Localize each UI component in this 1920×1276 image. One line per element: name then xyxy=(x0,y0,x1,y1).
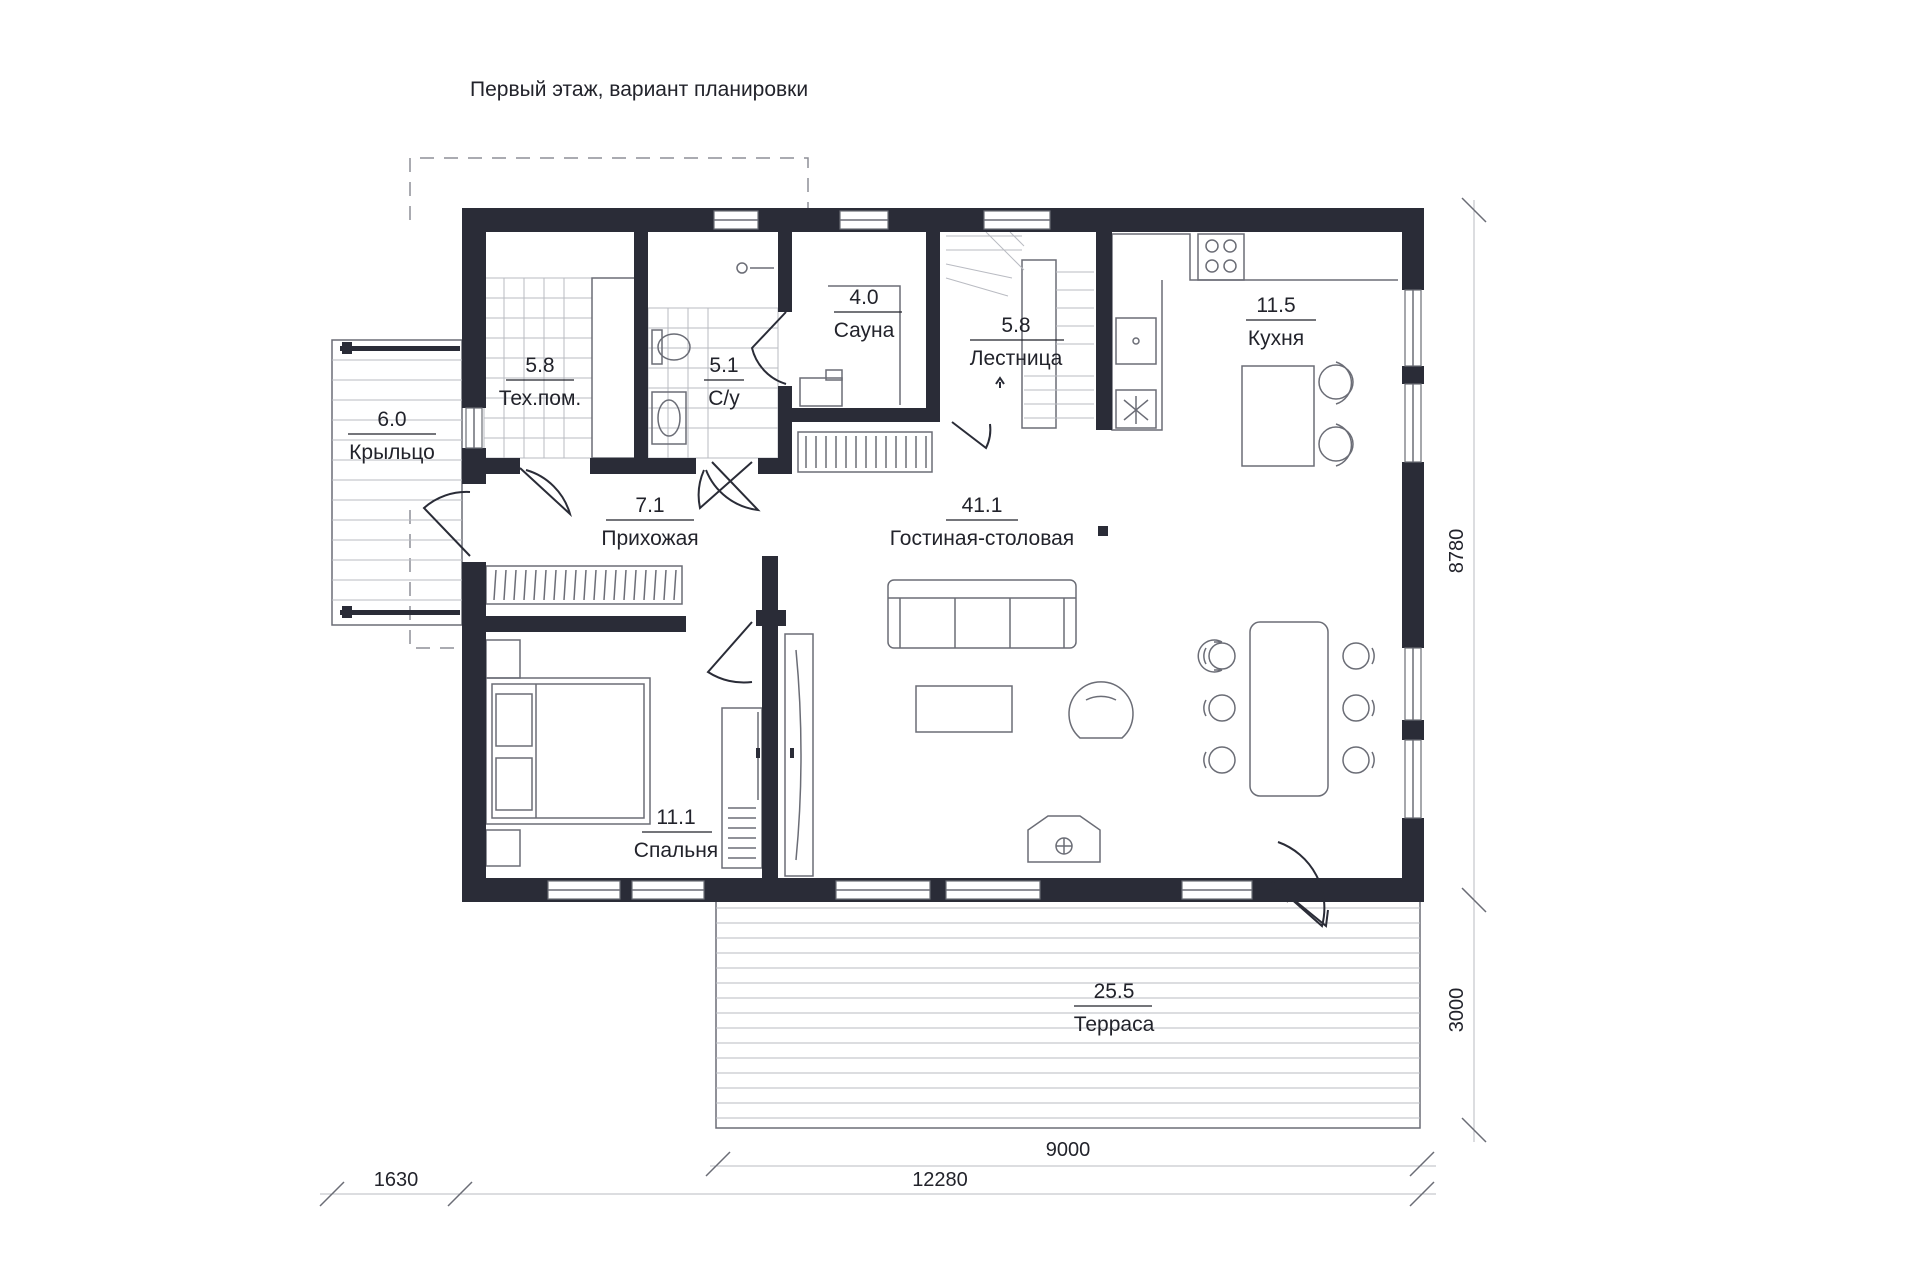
bedroom-wardrobe xyxy=(721,707,763,869)
room-label-living: 41.1 Гостиная-столовая xyxy=(890,494,1074,550)
svg-text:25.5: 25.5 xyxy=(1094,980,1135,1003)
svg-text:6.0: 6.0 xyxy=(377,408,406,431)
dining-table xyxy=(1197,621,1375,797)
living-wardrobe xyxy=(797,431,933,473)
sink-icon xyxy=(651,391,687,445)
dimension-width-porch: 1630 xyxy=(374,1169,419,1191)
dimension-lines xyxy=(319,197,1487,1207)
armchair-icon xyxy=(1068,681,1134,739)
room-label-tech: 5.8 Тех.пом. xyxy=(499,354,582,410)
sliding-door xyxy=(784,633,814,877)
terrace-deck xyxy=(715,892,1421,1129)
room-label-terrace: 25.5 Терраса xyxy=(1074,980,1155,1036)
svg-text:5.8: 5.8 xyxy=(525,354,554,377)
room-label-stairs: 5.8 Лестница xyxy=(970,314,1064,370)
svg-text:7.1: 7.1 xyxy=(635,494,664,517)
bar-stools xyxy=(1318,361,1354,467)
hall-wardrobe xyxy=(485,565,683,605)
stove-icon xyxy=(1197,233,1245,281)
room-label-hall: 7.1 Прихожая xyxy=(601,494,698,550)
kitchen-vent-icon xyxy=(1115,389,1157,429)
bed-icon xyxy=(485,677,651,825)
svg-text:41.1: 41.1 xyxy=(962,494,1003,517)
svg-text:Спальня: Спальня xyxy=(634,839,718,862)
svg-text:Тех.пом.: Тех.пом. xyxy=(499,387,582,410)
svg-text:С/у: С/у xyxy=(708,387,740,410)
nightstand-top xyxy=(485,639,521,679)
svg-text:11.1: 11.1 xyxy=(656,806,695,829)
svg-text:Кухня: Кухня xyxy=(1248,327,1304,350)
svg-text:Лестница: Лестница xyxy=(970,347,1063,370)
sauna-bench xyxy=(799,285,901,407)
svg-text:5.1: 5.1 xyxy=(709,354,738,377)
svg-text:11.5: 11.5 xyxy=(1256,294,1295,317)
roof-outline xyxy=(409,157,809,649)
svg-text:Прихожая: Прихожая xyxy=(601,527,698,550)
wc-tiles xyxy=(647,307,779,459)
plan-title: Первый этаж, вариант планировки xyxy=(470,78,808,101)
kitchen-sink-icon xyxy=(1115,317,1157,365)
svg-text:Крыльцо: Крыльцо xyxy=(349,441,435,464)
dimension-height-main: 8780 xyxy=(1446,529,1468,574)
porch-deck xyxy=(331,339,463,626)
windows xyxy=(465,210,1422,900)
tech-room-cabinet xyxy=(591,277,637,459)
doors xyxy=(422,311,1329,928)
kitchen-island xyxy=(1241,365,1315,467)
svg-text:Гостиная-столовая: Гостиная-столовая xyxy=(890,527,1074,550)
shower-icon xyxy=(736,262,774,274)
room-label-bedroom: 11.1 Спальня xyxy=(634,806,718,862)
svg-text:5.8: 5.8 xyxy=(1001,314,1030,337)
chimney-marker xyxy=(1098,526,1108,536)
dimension-width-total: 12280 xyxy=(912,1169,968,1191)
svg-text:Терраса: Терраса xyxy=(1074,1013,1155,1036)
svg-text:4.0: 4.0 xyxy=(849,286,878,309)
coffee-table xyxy=(915,685,1013,733)
toilet-icon xyxy=(651,329,691,365)
room-label-porch: 6.0 Крыльцо xyxy=(348,408,436,464)
staircase xyxy=(945,231,1094,429)
room-label-sauna: 4.0 Сауна xyxy=(834,286,902,342)
nightstand-bottom xyxy=(485,829,521,867)
dimension-height-terrace: 3000 xyxy=(1446,988,1468,1033)
sofa-icon xyxy=(887,579,1077,649)
room-label-wc: 5.1 С/у xyxy=(704,354,744,410)
room-label-kitchen: 11.5 Кухня xyxy=(1246,294,1316,350)
svg-text:Сауна: Сауна xyxy=(834,319,895,342)
walls xyxy=(462,208,1424,902)
dimension-width-terrace: 9000 xyxy=(1046,1139,1091,1161)
fireplace-icon xyxy=(1027,815,1101,863)
